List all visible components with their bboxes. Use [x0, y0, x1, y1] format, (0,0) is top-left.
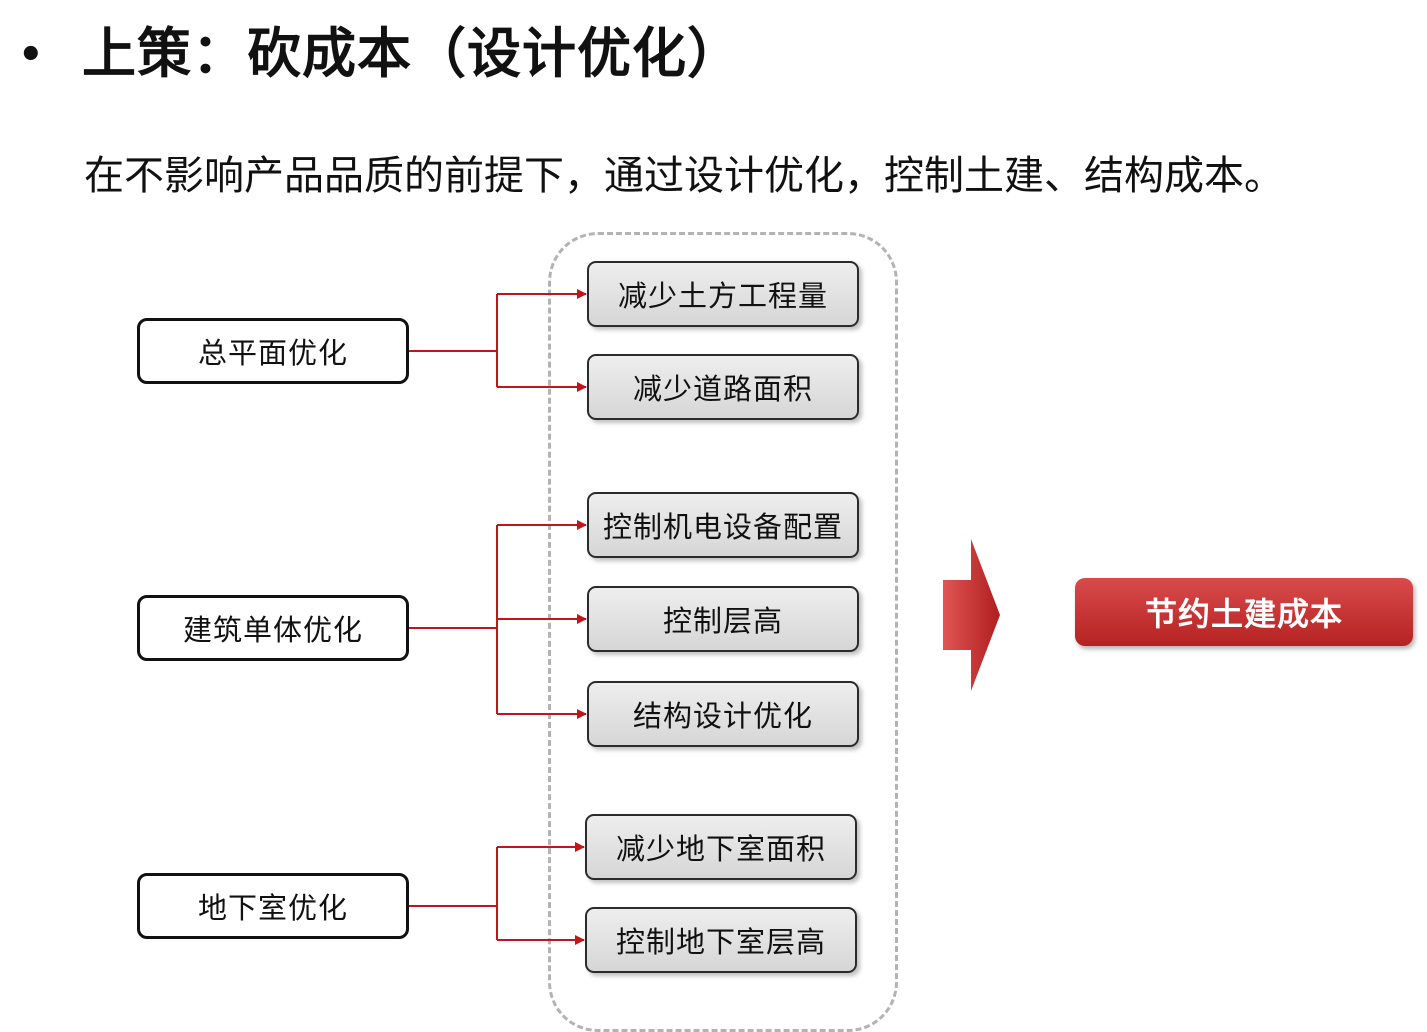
source-box-building: 建筑单体优化 — [137, 595, 409, 661]
connector-group-basement — [409, 842, 585, 945]
connector-lines — [409, 289, 587, 945]
source-box-basement: 地下室优化 — [137, 873, 409, 939]
bullet-point: • — [18, 32, 44, 78]
slide-title: 上策：砍成本（设计优化） — [82, 22, 742, 85]
result-arrow-icon — [943, 539, 1000, 691]
measure-box-basement-height: 控制地下室层高 — [585, 907, 857, 973]
measure-box-structural-design: 结构设计优化 — [587, 681, 859, 747]
connector-group-building — [409, 520, 587, 719]
source-box-site-plan: 总平面优化 — [137, 318, 409, 384]
measure-box-basement-area: 减少地下室面积 — [585, 814, 857, 880]
result-box-save-construction-cost: 节约土建成本 — [1075, 578, 1413, 646]
slide-subtitle: 在不影响产品品质的前提下，通过设计优化，控制土建、结构成本。 — [84, 153, 1284, 199]
measure-box-reduce-road-area: 减少道路面积 — [587, 354, 859, 420]
measure-box-reduce-earthwork: 减少土方工程量 — [587, 261, 859, 327]
measure-box-mep-config: 控制机电设备配置 — [587, 492, 859, 558]
connector-group-site-plan — [409, 289, 587, 392]
measure-box-floor-height: 控制层高 — [587, 586, 859, 652]
